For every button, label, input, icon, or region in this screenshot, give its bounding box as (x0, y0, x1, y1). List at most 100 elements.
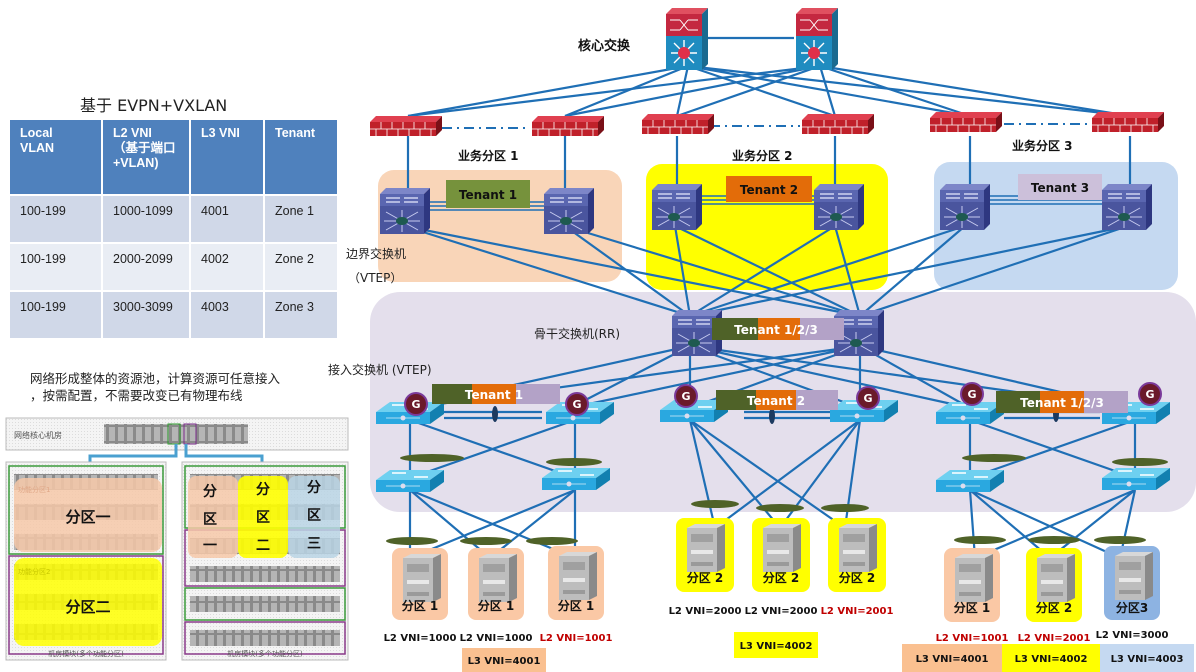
firewall-icon[interactable] (369, 115, 443, 137)
table-title: 基于 EVPN+VXLAN (80, 96, 228, 115)
svg-text:G: G (1145, 388, 1154, 401)
l2-vni-label: L2 VNI=2000 (669, 606, 742, 617)
zone-2-label: 业务分区 2 (732, 148, 793, 163)
cell: 3000-3099 (103, 292, 189, 338)
table-row: 100-199 3000-3099 4003 Zone 3 (10, 292, 337, 338)
note-line-1: 网络形成整体的资源池，计算资源可任意接入 (30, 371, 281, 386)
right-zone-3-char: 三 (307, 536, 321, 552)
l3-vni-label: L3 VNI=4002 (740, 641, 813, 652)
right-zone-3 (288, 476, 340, 558)
l3-vni-badge: L3 VNI=4003 (1100, 644, 1194, 672)
server-zone-label: 分区 1 (478, 598, 515, 613)
server-icon (687, 524, 725, 572)
l2-vni-label: L2 VNI=3000 (1096, 630, 1169, 641)
gateway-icon: G (960, 382, 984, 406)
border-switch[interactable] (813, 183, 865, 231)
cell: Zone 2 (265, 244, 337, 290)
right-zone-3-char: 区 (307, 508, 321, 524)
access-switch[interactable] (541, 467, 611, 491)
server[interactable]: 分区 1 L2 VNI=1000 (460, 548, 533, 644)
core-racks (104, 424, 248, 444)
gateway-icon: G (674, 384, 698, 408)
server[interactable]: 分区 2 L2 VNI=2000 (745, 518, 818, 617)
func-zone-2-label: 功能分区2 (18, 567, 50, 576)
tenant-2-box (726, 176, 812, 202)
l2-vni-label: L2 VNI=1000 (384, 633, 457, 644)
l2-vni-label: L2 VNI=2001 (1018, 633, 1091, 644)
border-switch[interactable] (543, 187, 595, 235)
server-icon (479, 554, 517, 602)
access-switch[interactable] (935, 469, 1005, 493)
server[interactable]: 分区3 L2 VNI=3000 (1096, 546, 1169, 641)
spine-tenant-label: Tenant 1/2/3 (734, 323, 818, 337)
firewall-icon[interactable] (801, 113, 875, 135)
header-l3-vni: L3 VNI (191, 120, 263, 194)
access-switch[interactable] (1101, 467, 1171, 491)
border-switch-vtep-label: （VTEP） (348, 271, 402, 285)
left-zone-2-label: 分区二 (65, 598, 110, 616)
core-switch-2[interactable] (795, 7, 839, 71)
right-zone-2 (238, 476, 288, 558)
server[interactable]: 分区 1 L2 VNI=1000 (384, 548, 457, 644)
server[interactable]: 分区 1L2 VNI=1001 (540, 546, 613, 644)
firewall-icon[interactable] (929, 111, 1003, 133)
gateway-icon: G (856, 386, 880, 410)
server-icon (763, 524, 801, 572)
spine-label: 骨干交换机(RR) (534, 326, 620, 341)
cell: 4002 (191, 244, 263, 290)
core-switch-1[interactable] (665, 7, 709, 71)
leaf-tenant-green (432, 384, 472, 404)
leaf-tenant-green (716, 390, 756, 410)
border-switch[interactable] (651, 183, 703, 231)
l2-vni-label: L2 VNI=1001 (936, 633, 1009, 644)
svg-text:G: G (411, 398, 420, 411)
server[interactable]: 分区 2L2 VNI=2001 (1018, 548, 1091, 644)
tenant-1-label: Tenant 1 (459, 188, 517, 202)
tenant-3-box (1018, 174, 1102, 200)
server-icon (403, 554, 441, 602)
leaf-tenant-purple (516, 384, 560, 404)
firewall-icon[interactable] (641, 113, 715, 135)
l3-vni-badge: L3 VNI=4002 (1002, 644, 1100, 672)
server-zone-label: 分区 2 (763, 570, 800, 585)
server-zone-label: 分区3 (1116, 600, 1148, 615)
cell: 2000-2099 (103, 244, 189, 290)
leaf-tenant-purple (1084, 391, 1128, 413)
cell: 100-199 (10, 292, 101, 338)
border-switch[interactable] (1101, 183, 1153, 231)
leaf-tenant-orange (472, 384, 516, 404)
right-zone-1 (188, 476, 238, 558)
server-icon (955, 554, 993, 602)
leaf-tenant-2-label: Tenant 2 (747, 394, 805, 408)
server[interactable]: 分区 1 L2 VNI=1001 (936, 548, 1009, 644)
leaf-tenant-3-label: Tenant 1/2/3 (1020, 396, 1104, 410)
server[interactable]: 分区 2L2 VNI=2001 (821, 518, 894, 617)
l2-vni-label: L2 VNI=2000 (745, 606, 818, 617)
cell: 100-199 (10, 196, 101, 242)
access-switch[interactable] (375, 469, 445, 493)
firewall-icon[interactable] (1091, 111, 1165, 133)
l3-vni-badge: L3 VNI=4002 (734, 632, 818, 658)
right-module-label: 机房模块(多个功能分区) (227, 649, 303, 658)
l3-vni-badge: L3 VNI=4001 (462, 648, 546, 672)
l2-vni-label: L2 VNI=1000 (460, 633, 533, 644)
border-switch[interactable] (379, 187, 431, 235)
server-zone-label: 分区 1 (402, 598, 439, 613)
spine-tenant-purple (800, 318, 844, 340)
server[interactable]: 分区 2L2 VNI=2000 (669, 518, 742, 617)
server-icon (1037, 554, 1075, 602)
right-zone-1-char: 一 (203, 538, 217, 554)
border-switch-label: 边界交换机 (346, 246, 406, 261)
firewall-icon[interactable] (531, 115, 605, 137)
header-l2-vni: L2 VNI（基于端口+VLAN) (103, 120, 189, 194)
leaf-tenant-purple (796, 390, 838, 410)
border-switch[interactable] (939, 183, 991, 231)
core-room-label: 网络核心机房 (14, 430, 62, 440)
server-zone-label: 分区 1 (954, 600, 991, 615)
server-icon (839, 524, 877, 572)
tenant-2-label: Tenant 2 (740, 183, 798, 197)
svg-text:G: G (967, 388, 976, 401)
tenant-3-label: Tenant 3 (1031, 181, 1089, 195)
right-zone-3-char: 分 (307, 480, 321, 496)
